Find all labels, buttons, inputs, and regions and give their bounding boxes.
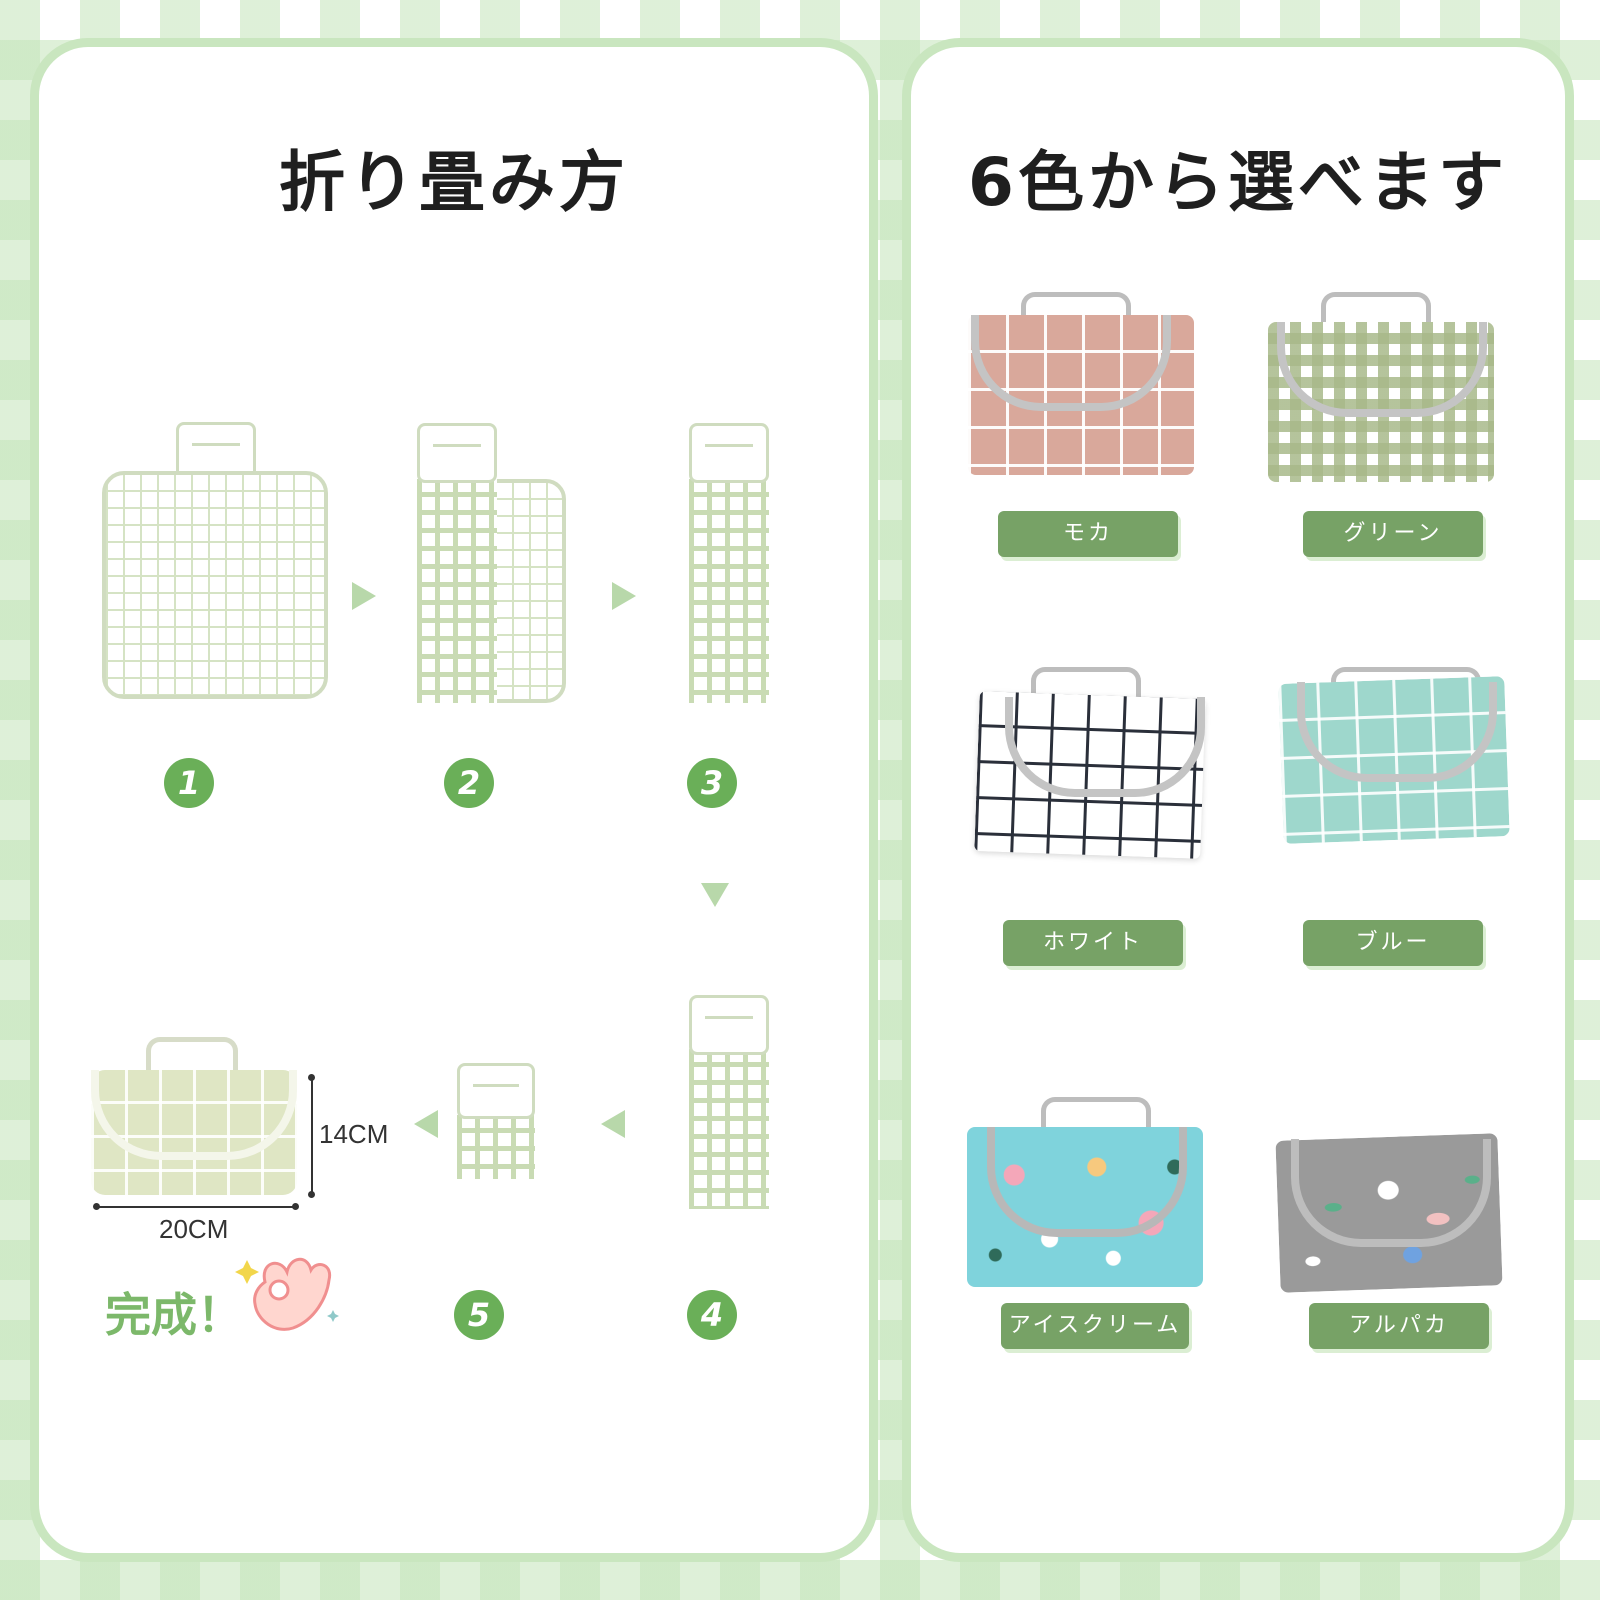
step-number-4: 4 [687, 1290, 737, 1340]
dimension-dot [292, 1203, 299, 1210]
color-label-white: ホワイト [1003, 920, 1183, 966]
step-number-5: 5 [454, 1290, 504, 1340]
arrow-down-icon [701, 883, 729, 907]
colors-title: 6色から選べます [968, 144, 1508, 221]
arrow-right-icon [352, 582, 376, 610]
color-label-mocha: モカ [998, 511, 1178, 557]
dimension-dot [93, 1203, 100, 1210]
colors-panel: 6色から選べます モカ グリーン ホワイト ブルー アイスクリーム アルパカ [902, 38, 1574, 1562]
arrow-right-icon [612, 582, 636, 610]
mat-tab [689, 995, 769, 1055]
bag-handle [1321, 292, 1431, 324]
bag-handle [1041, 1097, 1151, 1135]
step-2-mat-illustration [417, 479, 497, 703]
step-1-mat-illustration [102, 471, 328, 699]
mat-tab [417, 423, 497, 483]
dimension-dot [308, 1191, 315, 1198]
step-5-mat-illustration [457, 1115, 535, 1179]
bag-handle [1021, 292, 1131, 324]
step-2-mat-back [491, 479, 566, 703]
folding-title: 折り畳み方 [279, 144, 629, 221]
folding-panel: 折り畳み方 1 2 3 14CM 20CM 完成！ 5 4 [30, 38, 878, 1562]
arrow-left-icon [601, 1110, 625, 1138]
color-label-icecream: アイスクリーム [1001, 1303, 1189, 1349]
mat-flap [91, 1070, 297, 1160]
bag-flap [1277, 322, 1487, 417]
color-label-blue: ブルー [1303, 920, 1483, 966]
arrow-left-icon [414, 1110, 438, 1138]
color-label-alpaca: アルパカ [1309, 1303, 1489, 1349]
mat-tab [689, 423, 769, 483]
bag-flap [1005, 697, 1205, 797]
step-4-mat-illustration [689, 1049, 769, 1209]
step-number-3: 3 [687, 758, 737, 808]
step-number-2: 2 [444, 758, 494, 808]
mat-tab [457, 1063, 535, 1119]
height-dimension-line [311, 1077, 313, 1195]
height-dimension-label: 14CM [319, 1119, 389, 1149]
bag-flap [1291, 1139, 1491, 1247]
dimension-dot [308, 1074, 315, 1081]
bag-flap [1297, 682, 1497, 782]
done-text: 完成！ [105, 1288, 243, 1342]
bag-handle [1031, 667, 1141, 707]
ok-hand-icon [235, 1257, 339, 1331]
bag-flap [971, 315, 1171, 411]
width-dimension-line [96, 1206, 296, 1208]
step-number-1: 1 [164, 758, 214, 808]
mat-handle [146, 1037, 238, 1077]
width-dimension-label: 20CM [159, 1214, 229, 1244]
step-3-mat-illustration [689, 479, 769, 703]
bag-flap [987, 1127, 1187, 1237]
color-label-green: グリーン [1303, 511, 1483, 557]
